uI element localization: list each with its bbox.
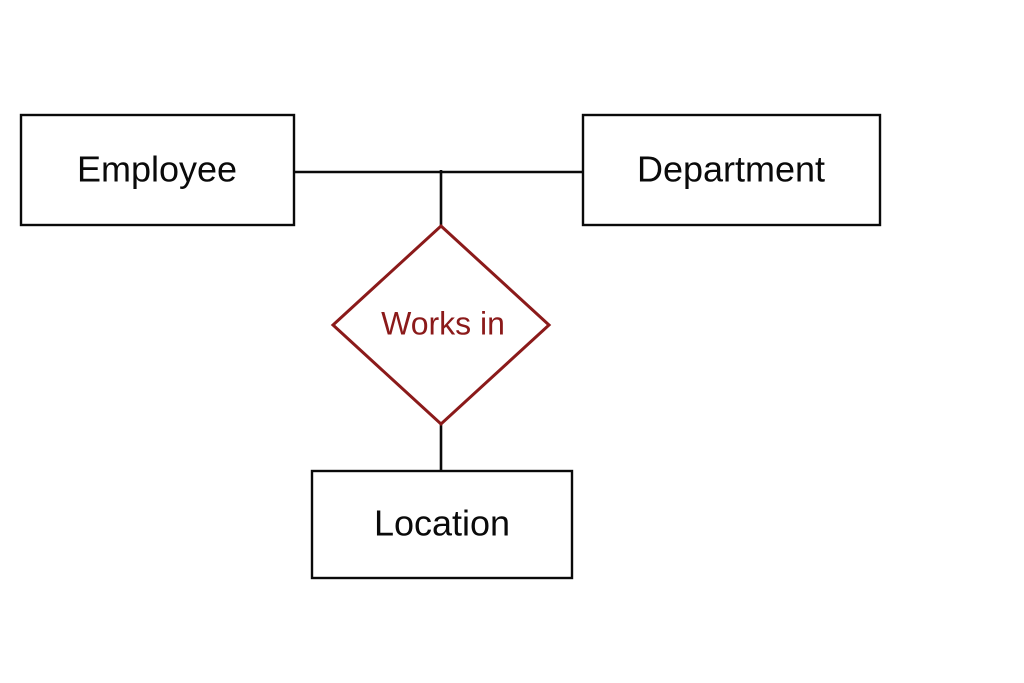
entity-location[interactable]: Location	[310, 469, 574, 580]
entity-department-box[interactable]	[581, 113, 882, 227]
entity-location-box[interactable]	[310, 469, 574, 580]
entity-department-label: Department	[637, 149, 825, 190]
relationship-works-in-label: Works in	[381, 305, 505, 341]
entity-employee-box[interactable]	[19, 113, 296, 227]
relationship-works-in[interactable]: Works in	[330, 223, 552, 427]
entity-employee[interactable]: Employee	[19, 113, 296, 227]
relationship-works-in-diamond[interactable]	[330, 223, 552, 427]
entity-department[interactable]: Department	[581, 113, 882, 227]
entity-employee-label: Employee	[77, 149, 237, 190]
entity-location-label: Location	[374, 503, 510, 544]
